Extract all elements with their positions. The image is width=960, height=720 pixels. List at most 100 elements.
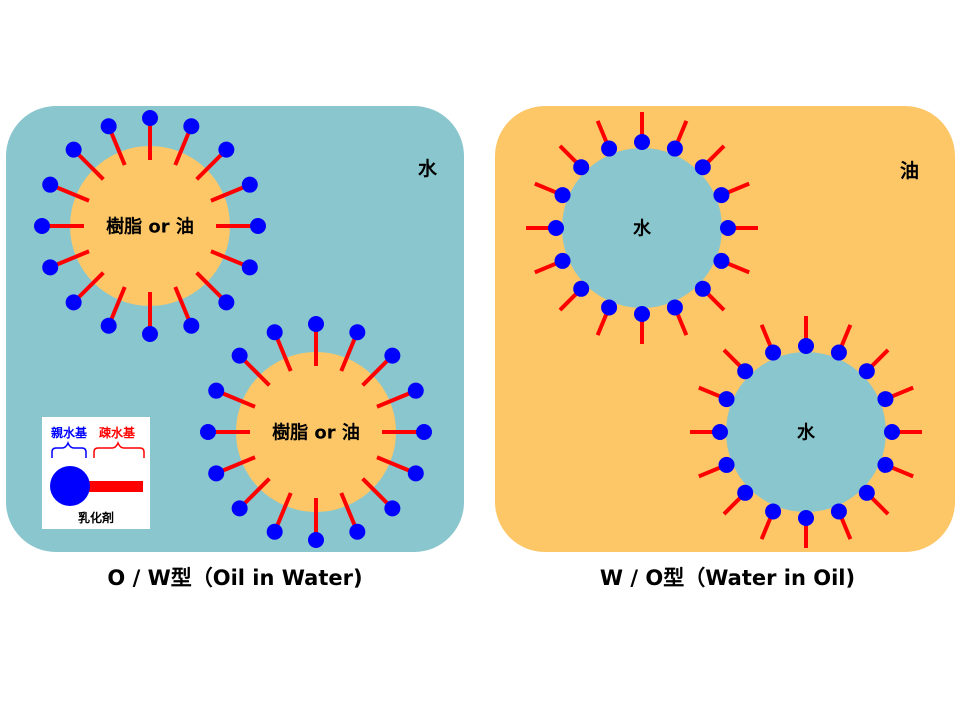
emulsifier-tail xyxy=(275,336,293,372)
hydrophobic-label: 疎水基 xyxy=(99,425,136,440)
droplet-label: 樹脂 or 油 xyxy=(272,421,360,443)
emulsifier-head xyxy=(231,347,248,364)
emulsifier-tail xyxy=(339,492,357,528)
emulsifier-head xyxy=(830,503,847,520)
emulsifier-head xyxy=(798,510,814,526)
emulsifier-head xyxy=(634,306,650,322)
emulsifier-head xyxy=(65,294,82,311)
emulsifier-tail xyxy=(376,455,412,473)
emulsifier-tail xyxy=(210,249,246,267)
emulsifier-head xyxy=(718,456,735,473)
emulsifier-head xyxy=(548,220,564,236)
hydrophobic-bracket xyxy=(93,440,145,458)
ow-oil-droplet-2: 樹脂 or 油 xyxy=(200,316,432,548)
emulsifier-head xyxy=(200,424,216,440)
emulsifier-tail xyxy=(839,516,853,540)
emulsifier-tail xyxy=(675,312,689,336)
emulsifier-label: 乳化剤 xyxy=(78,510,114,525)
emulsifier-tail xyxy=(376,391,412,409)
ow-caption: O / W型（Oil in Water) xyxy=(107,566,363,590)
emulsifier-head xyxy=(765,503,782,520)
emulsifier-tail xyxy=(54,185,90,203)
emulsifier-tail xyxy=(890,465,914,479)
emulsifier-head xyxy=(266,523,283,540)
emulsifier-head xyxy=(573,280,590,297)
emulsifier-head xyxy=(416,424,432,440)
emulsifier-head xyxy=(308,532,324,548)
emulsifier-head xyxy=(877,456,894,473)
emulsifier-head xyxy=(231,500,248,517)
emulsifier-tail xyxy=(76,271,105,300)
emulsifier-head xyxy=(718,391,735,408)
emulsifier-head xyxy=(65,141,82,158)
emulsifier-head xyxy=(349,523,366,540)
emulsifier-tail xyxy=(210,185,246,203)
emulsifier-tail xyxy=(361,358,390,387)
emulsifier-tail xyxy=(242,477,271,506)
emulsifier-head xyxy=(554,252,571,269)
emulsifier-tail xyxy=(869,348,890,369)
emulsifier-head xyxy=(858,484,875,501)
emulsifier-head xyxy=(713,252,730,269)
emulsifier-head xyxy=(183,118,200,135)
emulsifier-head xyxy=(407,382,424,399)
emulsifier-head xyxy=(208,465,225,482)
emulsifier-tail xyxy=(173,286,191,322)
emulsifier-head xyxy=(34,218,50,234)
emulsifier-tail xyxy=(722,348,743,369)
emulsifier-head xyxy=(266,324,283,341)
emulsifier-head xyxy=(100,317,117,334)
emulsifier-tail xyxy=(109,130,127,166)
emulsifier-head xyxy=(250,218,266,234)
emulsifier-head xyxy=(554,187,571,204)
emulsifier-head xyxy=(42,176,59,193)
emulsifier-tail xyxy=(869,495,890,516)
emulsifier-tail xyxy=(698,385,722,399)
emulsifier-head xyxy=(183,317,200,334)
emulsifier-head xyxy=(241,259,258,276)
emulsifier-head xyxy=(208,382,225,399)
emulsifier-head xyxy=(858,363,875,380)
emulsifier-head xyxy=(407,465,424,482)
droplet-body xyxy=(70,146,230,306)
emulsifier-tail xyxy=(275,492,293,528)
emulsifier-head xyxy=(241,176,258,193)
emulsifier-head xyxy=(384,500,401,517)
emulsifier-tail xyxy=(558,144,579,165)
emulsifier-head xyxy=(666,140,683,157)
emulsifier-tail xyxy=(173,130,191,166)
emulsifier-tail xyxy=(890,385,914,399)
droplet-label: 水 xyxy=(797,421,816,443)
emulsifier-head xyxy=(694,280,711,297)
emulsifier-head xyxy=(142,110,158,126)
wo-oil-background xyxy=(495,106,955,552)
emulsifier-head xyxy=(737,484,754,501)
wo-caption: W / O型（Water in Oil) xyxy=(599,566,856,590)
emulsifier-head xyxy=(349,324,366,341)
emulsifier-tail xyxy=(595,312,609,336)
droplet-label: 水 xyxy=(633,217,652,239)
wo-medium-label: 油 xyxy=(900,160,919,182)
emulsifier-head xyxy=(713,187,730,204)
emulsifier-head xyxy=(634,134,650,150)
ow-oil-droplet-1: 樹脂 or 油 xyxy=(34,110,266,342)
emulsifier-legend: 親水基 疎水基 乳化剤 xyxy=(42,417,150,529)
emulsifier-head xyxy=(573,159,590,176)
emulsifier-tail xyxy=(76,152,105,181)
wo-water-droplet-2: 水 xyxy=(690,316,922,548)
emulsifier-head xyxy=(877,391,894,408)
hydrophilic-label: 親水基 xyxy=(51,425,88,440)
emulsifier-tail xyxy=(54,249,90,267)
emulsifier-tail xyxy=(759,516,773,540)
emulsifier-head xyxy=(308,316,324,332)
emulsifier-tail xyxy=(759,324,773,348)
emulsifier-tail xyxy=(558,291,579,312)
wo-panel: 油 水 水 xyxy=(495,106,955,552)
droplet-label: 樹脂 or 油 xyxy=(106,215,194,237)
emulsifier-head xyxy=(142,326,158,342)
emulsifier-tail xyxy=(726,261,750,275)
emulsifier-head xyxy=(42,259,59,276)
emulsifier-head xyxy=(100,118,117,135)
droplet-body xyxy=(236,352,396,512)
